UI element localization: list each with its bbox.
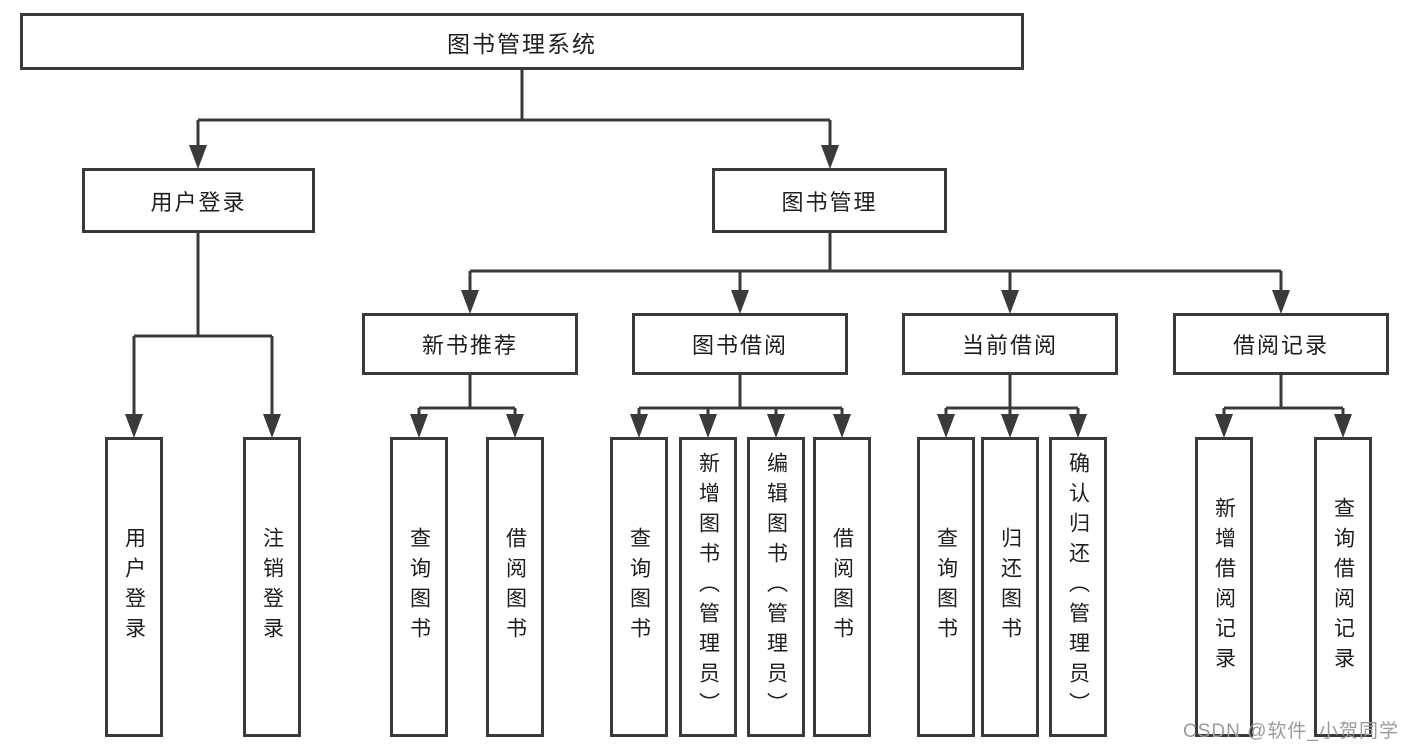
leaf-user-login-label: 用户登录 — [122, 527, 146, 647]
leaf-bb-add-books-admin: 新增图书（管理员） — [679, 437, 737, 737]
leaf-logout: 注销登录 — [243, 437, 301, 737]
node-book-borrowing: 图书借阅 — [632, 313, 848, 375]
watermark-text: CSDN @软件_小贺同学 — [1183, 721, 1399, 742]
leaf-bb-edit-books-admin: 编辑图书（管理员） — [747, 437, 805, 737]
leaf-nb-query-books: 查询图书 — [390, 437, 448, 737]
leaf-cb-return-books: 归还图书 — [981, 437, 1039, 737]
leaf-bb-edit-books-admin-label: 编辑图书（管理员） — [764, 452, 788, 722]
node-book-borrowing-label: 图书借阅 — [691, 333, 788, 358]
arrowheads — [125, 145, 1352, 438]
leaf-bb-borrow-books: 借阅图书 — [813, 437, 871, 737]
leaf-br-query-borrow-record: 查询借阅记录 — [1314, 437, 1372, 737]
leaf-cb-query-books-label: 查询图书 — [934, 527, 958, 647]
node-library-management-system-label: 图书管理系统 — [447, 30, 597, 57]
leaf-br-add-borrow-record-label: 新增借阅记录 — [1212, 497, 1236, 677]
node-new-book-recommendation: 新书推荐 — [362, 313, 578, 375]
leaf-br-add-borrow-record: 新增借阅记录 — [1195, 437, 1253, 737]
node-current-borrowing-label: 当前借阅 — [961, 333, 1058, 358]
node-book-management: 图书管理 — [712, 168, 947, 233]
leaf-nb-query-books-label: 查询图书 — [407, 527, 431, 647]
node-user-login-label: 用户登录 — [150, 189, 247, 215]
node-borrowing-records: 借阅记录 — [1173, 313, 1389, 375]
leaf-nb-borrow-books: 借阅图书 — [486, 437, 544, 737]
node-library-management-system: 图书管理系统 — [20, 13, 1024, 70]
leaf-logout-label: 注销登录 — [260, 527, 284, 647]
leaf-cb-confirm-return-admin: 确认归还（管理员） — [1049, 437, 1107, 737]
node-user-login: 用户登录 — [82, 168, 315, 233]
node-book-management-label: 图书管理 — [781, 189, 878, 215]
leaf-cb-confirm-return-admin-label: 确认归还（管理员） — [1066, 452, 1090, 722]
leaf-nb-borrow-books-label: 借阅图书 — [503, 527, 527, 647]
leaf-cb-query-books: 查询图书 — [917, 437, 975, 737]
leaf-bb-borrow-books-label: 借阅图书 — [830, 527, 854, 647]
leaf-cb-return-books-label: 归还图书 — [998, 527, 1022, 647]
leaf-bb-query-books: 查询图书 — [610, 437, 668, 737]
leaf-bb-query-books-label: 查询图书 — [627, 527, 651, 647]
node-borrowing-records-label: 借阅记录 — [1232, 333, 1329, 358]
node-current-borrowing: 当前借阅 — [902, 313, 1118, 375]
node-new-book-recommendation-label: 新书推荐 — [421, 333, 518, 358]
leaf-bb-add-books-admin-label: 新增图书（管理员） — [696, 452, 720, 722]
leaf-br-query-borrow-record-label: 查询借阅记录 — [1331, 497, 1355, 677]
leaf-user-login: 用户登录 — [105, 437, 163, 737]
